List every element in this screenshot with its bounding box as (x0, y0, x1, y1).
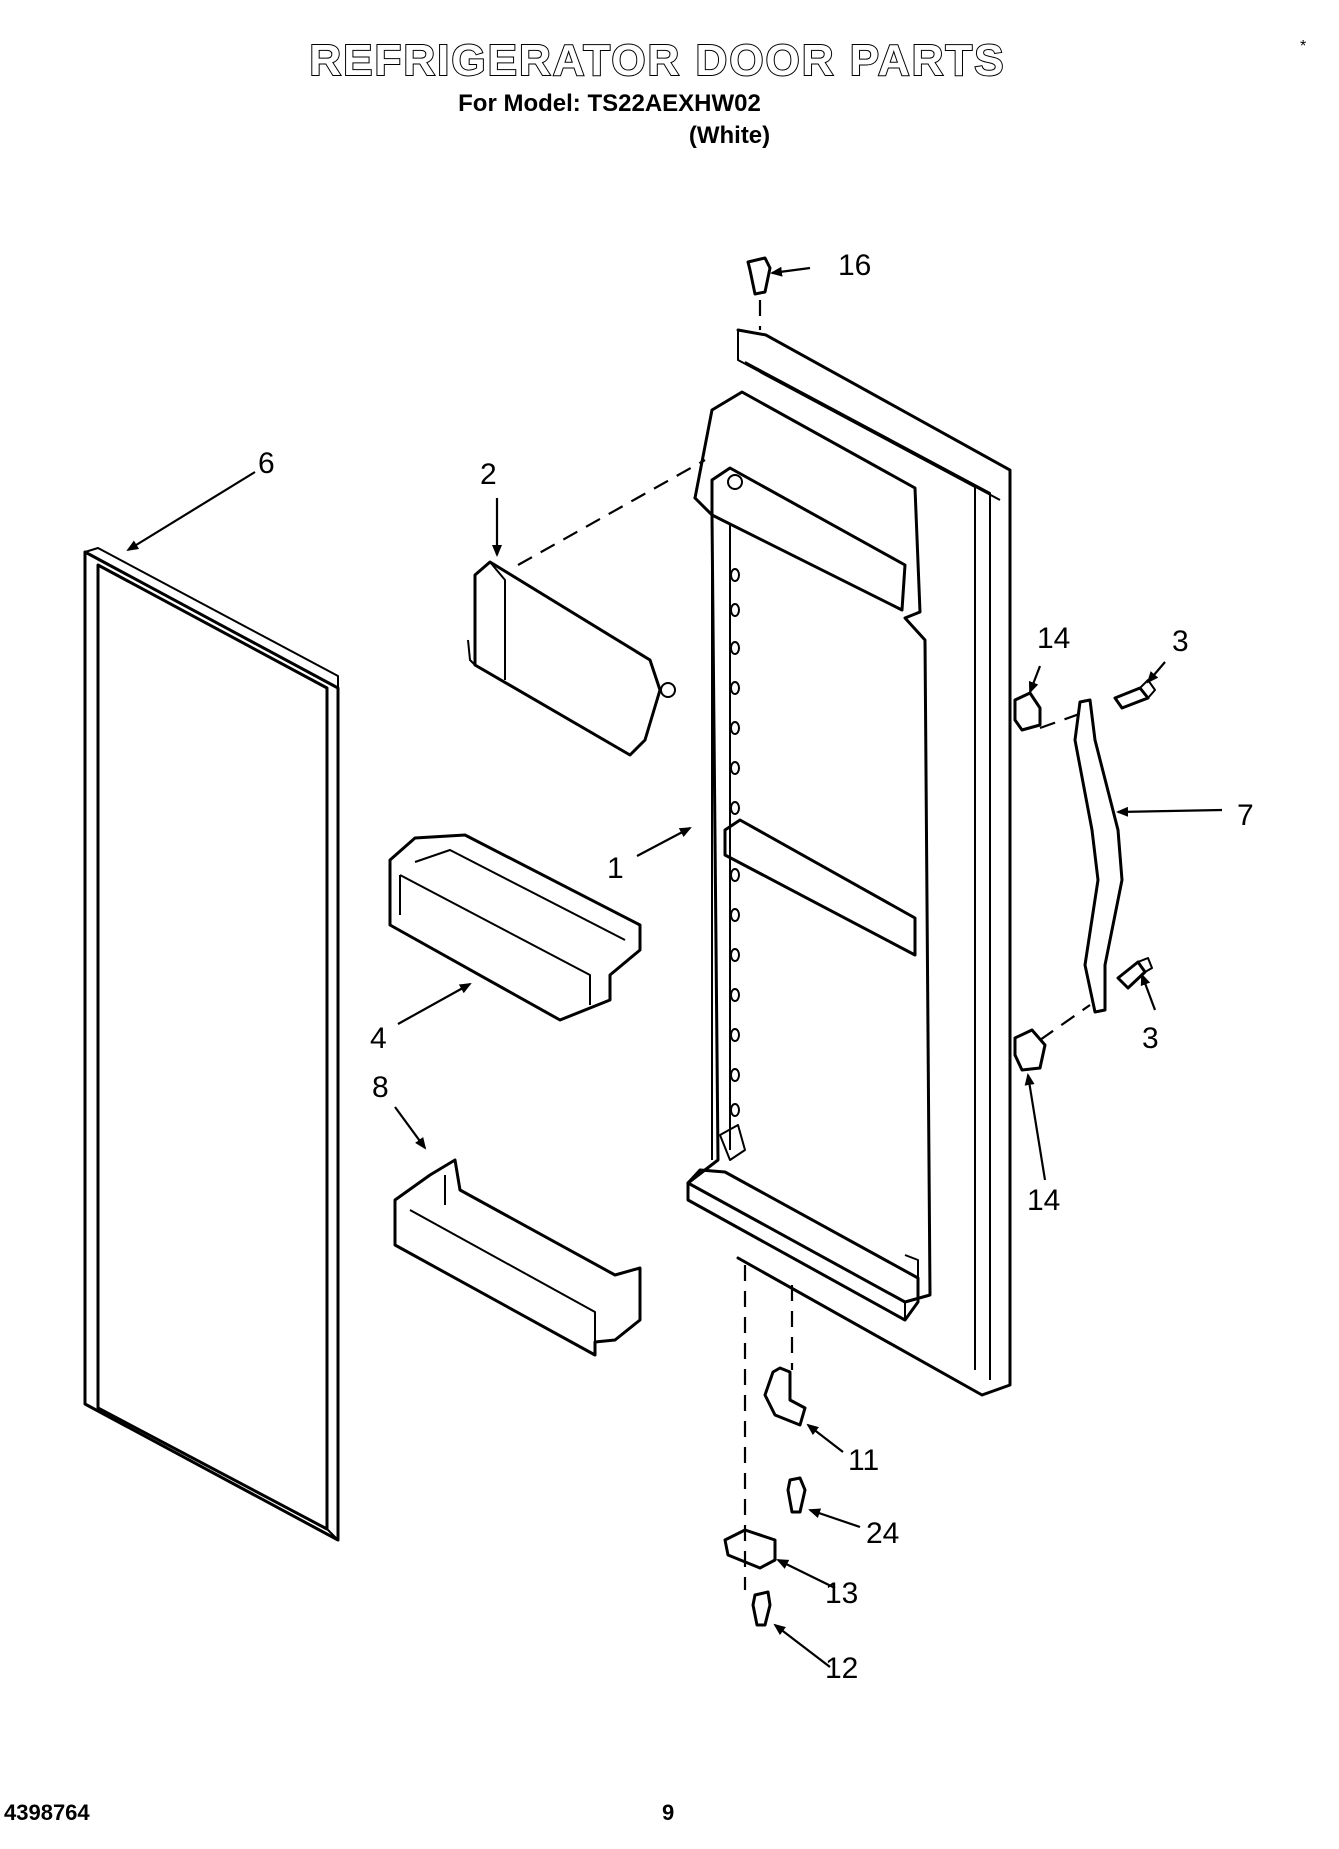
handle-screw-top-part (1113, 679, 1156, 710)
model-line: For Model: TS22AEXHW02 (458, 90, 761, 117)
adjustment-holes (730, 568, 740, 1117)
callout-hinge-screw: 12 (825, 1652, 858, 1685)
hinge-bushing-part (746, 256, 772, 296)
callout-dairy-door: 2 (480, 458, 497, 491)
page-number: 9 (662, 1800, 675, 1825)
corner-mark: * (1300, 38, 1307, 55)
hinge-screw-part (751, 1590, 772, 1627)
handle-part (1073, 698, 1124, 1014)
door-shelf-part (388, 833, 642, 1022)
color-line: (White) (688, 122, 771, 149)
callout-handle-clip-top: 14 (1037, 622, 1070, 655)
callout-handle-clip-bottom: 14 (1027, 1184, 1060, 1217)
callout-handle-screw-bottom: 3 (1142, 1022, 1159, 1055)
callout-hinge-bushing: 16 (838, 249, 871, 282)
callout-arrows (126, 266, 1223, 1668)
callout-hinge-bracket: 13 (825, 1577, 858, 1610)
hinge-pin-screw-part (786, 1476, 807, 1514)
page-title: REFRIGERATOR DOOR PARTS (308, 35, 1006, 86)
handle-clip-bottom-part (1013, 1028, 1047, 1072)
dairy-door-part (467, 560, 676, 757)
assembly-guide-lines (517, 300, 1091, 1590)
handle-clip-top-part (1013, 691, 1042, 732)
callout-door-shelf: 4 (370, 1022, 387, 1055)
door-panel-part (686, 328, 1012, 1397)
callout-handle-screw-top: 3 (1172, 625, 1189, 658)
callout-labels: 6 2 16 1 4 8 14 3 7 3 14 11 24 13 12 (258, 249, 1254, 1685)
gasket-part (83, 547, 340, 1542)
callout-hinge: 11 (848, 1444, 879, 1477)
hinge-bracket-part (723, 1528, 777, 1570)
handle-screw-bottom-part (1116, 957, 1153, 990)
callout-door-bin: 8 (372, 1071, 389, 1104)
hinge-part (763, 1366, 807, 1427)
document-number: 4398764 (4, 1800, 90, 1825)
callout-handle: 7 (1237, 799, 1254, 832)
callout-gasket: 6 (258, 447, 275, 480)
door-bin-part (393, 1158, 642, 1357)
callout-hinge-pin-screw: 24 (866, 1517, 899, 1550)
callout-door-panel: 1 (607, 852, 624, 885)
